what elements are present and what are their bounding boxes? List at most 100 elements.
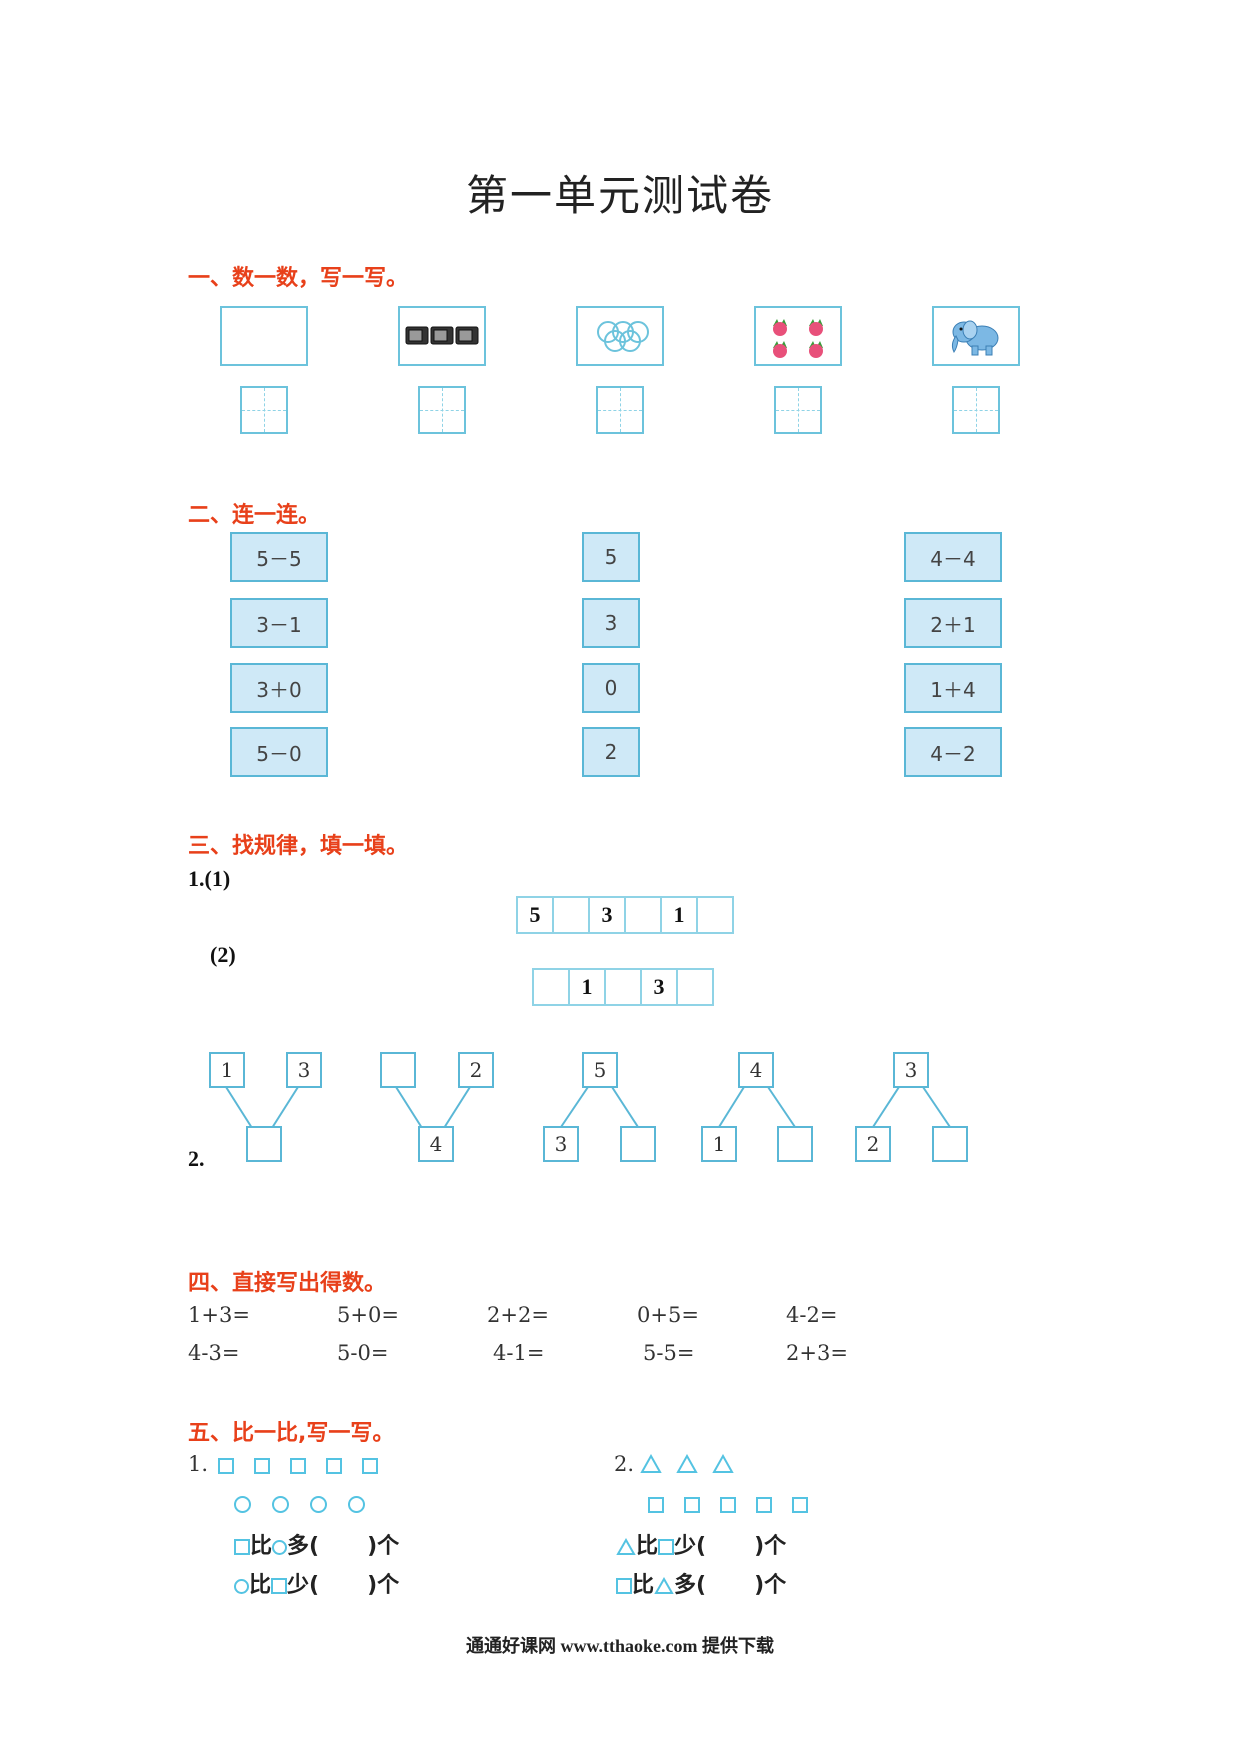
tree-5-top: 3 bbox=[893, 1052, 929, 1088]
equation[interactable]: 1+3= bbox=[188, 1303, 250, 1327]
answer-box-2[interactable] bbox=[418, 386, 466, 434]
less-text: 少( bbox=[674, 1534, 707, 1559]
triangle-icon bbox=[640, 1453, 662, 1473]
answer-box-1[interactable] bbox=[240, 386, 288, 434]
elephant-icon bbox=[951, 320, 999, 356]
tree-2-top-right: 2 bbox=[458, 1052, 494, 1088]
answer-box-4[interactable] bbox=[774, 386, 822, 434]
pattern-row-2: 1 3 bbox=[532, 968, 714, 1006]
equation[interactable]: 5-0= bbox=[337, 1341, 389, 1365]
squares-row-q1 bbox=[218, 1455, 378, 1474]
match-middle-3[interactable]: 0 bbox=[582, 663, 640, 713]
square-icon bbox=[648, 1496, 664, 1513]
tree-4-answer[interactable] bbox=[777, 1126, 813, 1162]
pattern-cell-blank[interactable] bbox=[534, 970, 570, 1004]
picture-box-peaches bbox=[754, 306, 842, 366]
match-left-3[interactable]: 3＋0 bbox=[230, 663, 328, 713]
than-text: 比 bbox=[636, 1534, 659, 1559]
equation[interactable]: 4-3= bbox=[188, 1341, 240, 1365]
match-right-2[interactable]: 2＋1 bbox=[904, 598, 1002, 648]
equation[interactable]: 2+3= bbox=[786, 1341, 848, 1365]
footer-credit: 通通好课网 www.tthaoke.com 提供下载 bbox=[466, 1636, 774, 1656]
unit-text: )个 bbox=[367, 1573, 400, 1598]
question-1-label: 1.(1) bbox=[188, 866, 231, 891]
square-icon bbox=[658, 1539, 675, 1555]
picture-box-empty bbox=[220, 306, 308, 366]
equation[interactable]: 4-2= bbox=[786, 1303, 838, 1327]
match-right-3[interactable]: 1＋4 bbox=[904, 663, 1002, 713]
triangle-icon bbox=[616, 1538, 636, 1555]
tv-icon bbox=[405, 326, 479, 345]
tree-5-answer[interactable] bbox=[932, 1126, 968, 1162]
than-text: 比 bbox=[250, 1534, 273, 1559]
triangle-icon bbox=[712, 1453, 734, 1473]
triangle-icon bbox=[654, 1577, 674, 1594]
section-4-heading: 四、直接写出得数。 bbox=[188, 1271, 387, 1296]
tree-4-bottom-left: 1 bbox=[701, 1126, 737, 1162]
square-icon bbox=[756, 1496, 772, 1513]
circle-icon bbox=[234, 1578, 249, 1594]
match-left-1[interactable]: 5－5 bbox=[230, 532, 328, 582]
pattern-cell-blank[interactable] bbox=[626, 898, 662, 932]
tree-2-answer[interactable] bbox=[380, 1052, 416, 1088]
compare-q1-line2: 比少( )个 bbox=[234, 1567, 399, 1599]
match-middle-1[interactable]: 5 bbox=[582, 532, 640, 582]
tree-5-bottom-left: 2 bbox=[855, 1126, 891, 1162]
tree-3-bottom-left: 3 bbox=[543, 1126, 579, 1162]
pattern-cell-blank[interactable] bbox=[606, 970, 642, 1004]
square-icon bbox=[616, 1578, 632, 1594]
section-1-heading: 一、数一数，写一写。 bbox=[188, 266, 409, 291]
square-icon bbox=[326, 1457, 342, 1474]
equation[interactable]: 2+2= bbox=[487, 1303, 549, 1327]
page-title: 第一单元测试卷 bbox=[465, 171, 774, 220]
tree-1-top-left: 1 bbox=[209, 1052, 245, 1088]
answer-box-5[interactable] bbox=[952, 386, 1000, 434]
section-5-heading: 五、比一比,写一写。 bbox=[188, 1421, 395, 1446]
compare-q2-label: 2. bbox=[614, 1452, 635, 1476]
tree-4-top: 4 bbox=[738, 1052, 774, 1088]
less-text: 少( bbox=[287, 1573, 320, 1598]
tree-3-answer[interactable] bbox=[620, 1126, 656, 1162]
question-2-label: 2. bbox=[188, 1146, 205, 1171]
equation[interactable]: 5-5= bbox=[643, 1341, 695, 1365]
match-middle-2[interactable]: 3 bbox=[582, 598, 640, 648]
pattern-row-1: 5 3 1 bbox=[516, 896, 734, 934]
tree-3-top: 5 bbox=[582, 1052, 618, 1088]
question-1-2-label: (2) bbox=[210, 942, 236, 967]
compare-q1-line1: 比多()个 bbox=[234, 1528, 399, 1560]
unit-text: )个 bbox=[367, 1534, 400, 1559]
square-icon bbox=[218, 1457, 234, 1474]
equation[interactable]: 0+5= bbox=[637, 1303, 699, 1327]
than-text: 比 bbox=[249, 1573, 272, 1598]
compare-q2-line2: 比多()个 bbox=[616, 1567, 786, 1599]
compare-q1-label: 1. bbox=[188, 1452, 209, 1476]
unit-text: )个 bbox=[754, 1534, 787, 1559]
square-icon bbox=[234, 1539, 250, 1555]
equation[interactable]: 5+0= bbox=[337, 1303, 399, 1327]
match-left-4[interactable]: 5－0 bbox=[230, 727, 328, 777]
than-text: 比 bbox=[632, 1573, 655, 1598]
more-text: 多( bbox=[674, 1573, 707, 1598]
square-icon bbox=[362, 1457, 378, 1474]
match-left-2[interactable]: 3－1 bbox=[230, 598, 328, 648]
square-icon bbox=[684, 1496, 700, 1513]
square-icon bbox=[792, 1496, 808, 1513]
match-right-4[interactable]: 4－2 bbox=[904, 727, 1002, 777]
picture-box-tv bbox=[398, 306, 486, 366]
circle-icon bbox=[348, 1496, 365, 1513]
equation[interactable]: 4-1= bbox=[493, 1341, 545, 1365]
picture-box-elephant bbox=[932, 306, 1020, 366]
match-right-1[interactable]: 4－4 bbox=[904, 532, 1002, 582]
circle-icon bbox=[234, 1496, 251, 1513]
tree-1-answer[interactable] bbox=[246, 1126, 282, 1162]
pattern-cell: 3 bbox=[590, 898, 626, 932]
picture-box-rings bbox=[576, 306, 664, 366]
pattern-cell: 5 bbox=[518, 898, 554, 932]
section-2-heading: 二、连一连。 bbox=[188, 503, 321, 528]
circles-row-q1 bbox=[234, 1494, 365, 1513]
square-icon bbox=[271, 1578, 288, 1594]
pattern-cell-blank[interactable] bbox=[554, 898, 590, 932]
match-middle-4[interactable]: 2 bbox=[582, 727, 640, 777]
answer-box-3[interactable] bbox=[596, 386, 644, 434]
